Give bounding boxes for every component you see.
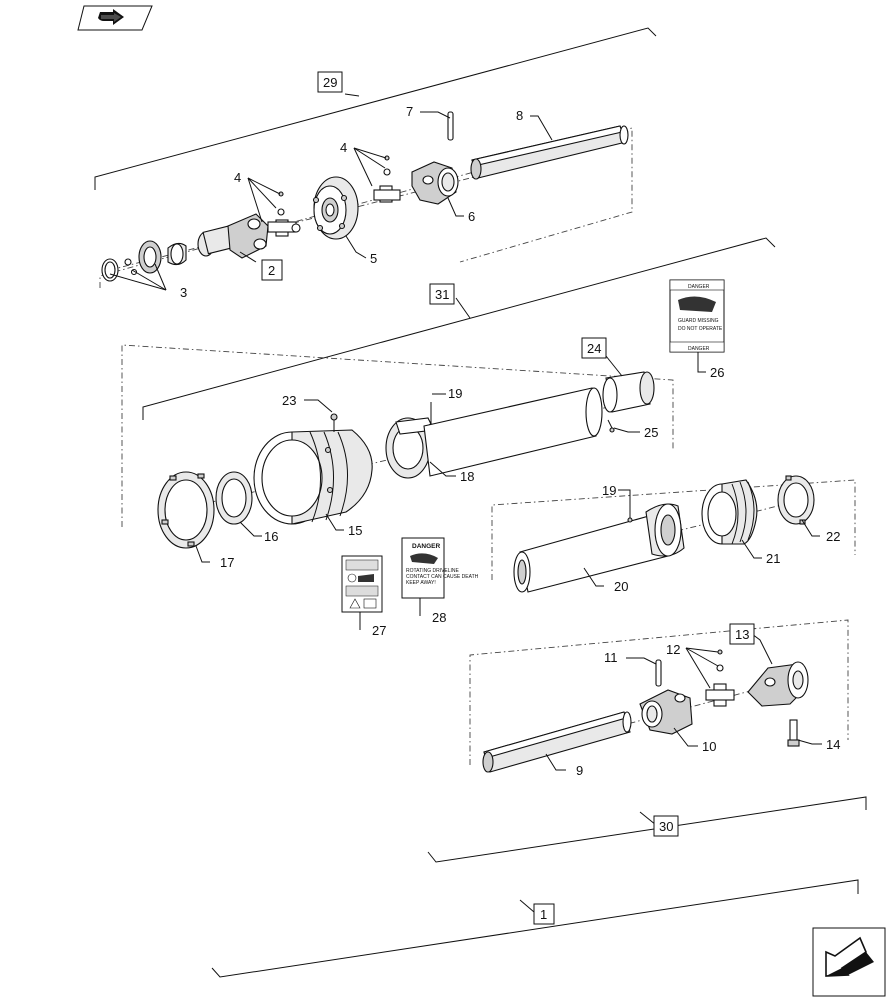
decal-28-line1: ROTATING DRIVELINE [406,568,460,574]
label-1[interactable]: 1 [533,903,555,925]
part-14-bolt [787,719,800,747]
part-5-housing [312,176,359,240]
callout-20[interactable]: 20 [614,579,628,594]
part-13-flange-yoke [747,661,809,707]
label-13-text: 13 [735,627,749,642]
callout-16[interactable]: 16 [264,529,278,544]
bracket-1 [211,879,859,978]
label-13[interactable]: 13 [729,623,755,645]
part-4-cross-b [373,155,401,203]
part-9-splined-shaft [482,711,632,773]
label-30[interactable]: 30 [653,815,679,837]
callout-21[interactable]: 21 [766,551,780,566]
decal-28-danger: DANGER [412,543,440,550]
callout-19b[interactable]: 19 [602,483,616,498]
part-22-ring [777,475,815,525]
part-4-cross-a [267,191,301,237]
callout-22[interactable]: 22 [826,529,840,544]
label-29[interactable]: 29 [317,71,343,93]
callout-17[interactable]: 17 [220,555,234,570]
callout-7[interactable]: 7 [406,104,413,119]
arrow-back-icon [98,9,124,25]
callout-26[interactable]: 26 [710,365,724,380]
boundary-bottom [469,619,849,765]
part-16-ring [215,471,253,525]
callout-19a[interactable]: 19 [448,386,462,401]
part-10-yoke [639,689,693,735]
part-20-tube [513,513,669,593]
label-24-text: 24 [587,341,601,356]
callout-5[interactable]: 5 [370,251,377,266]
label-2[interactable]: 2 [261,259,283,281]
label-31-text: 31 [435,287,449,302]
callout-18[interactable]: 18 [460,469,474,484]
decal-26-line1: GUARD MISSING [678,318,719,324]
callout-8[interactable]: 8 [516,108,523,123]
part-24-sleeve [602,371,655,413]
callout-15[interactable]: 15 [348,523,362,538]
decal-26: DANGER DANGER GUARD MISSING DO NOT OPERA… [669,279,725,353]
part-2-yoke [197,213,269,259]
decal-28: DANGER ROTATING DRIVELINE CONTACT CAN CA… [401,537,479,599]
callout-10[interactable]: 10 [702,739,716,754]
callout-27[interactable]: 27 [372,623,386,638]
decal-28-line3: KEEP AWAY! [406,580,436,586]
callout-14[interactable]: 14 [826,737,840,752]
callout-9[interactable]: 9 [576,763,583,778]
arrow-next-icon [825,936,874,977]
callout-25[interactable]: 25 [644,425,658,440]
label-1-text: 1 [540,907,547,922]
part-25-screw [607,419,615,433]
decal-26-line2: DO NOT OPERATE [678,326,723,332]
part-12-cross [705,649,735,707]
callout-23[interactable]: 23 [282,393,296,408]
part-23-screw [330,413,338,432]
leader-lines [109,111,822,771]
label-2-text: 2 [268,263,275,278]
callout-12[interactable]: 12 [666,642,680,657]
boundary-top [99,127,633,288]
boundary-middle [121,344,674,527]
callout-6[interactable]: 6 [468,209,475,224]
callout-11[interactable]: 11 [604,650,618,665]
callout-28[interactable]: 28 [432,610,446,625]
next-button[interactable] [812,927,886,997]
bracket-30 [427,796,867,863]
label-24[interactable]: 24 [581,337,607,359]
label-31[interactable]: 31 [429,283,455,305]
part-15-guard-cone [253,429,373,525]
label-29-text: 29 [323,75,337,90]
boundary-right [491,479,856,580]
decal-27 [341,555,383,613]
part-11-pin [655,659,662,687]
part-7-pin [447,111,454,141]
callout-4b[interactable]: 4 [340,140,347,155]
part-6-yoke [411,161,459,205]
decal-26-danger-bottom: DANGER [688,346,710,352]
callout-4a[interactable]: 4 [234,170,241,185]
callout-3[interactable]: 3 [180,285,187,300]
outer-tube-31 [423,387,603,477]
decal-28-line2: CONTACT CAN CAUSE DEATH [406,574,479,580]
part-8-splined-tube [470,125,629,180]
decal-26-danger-top: DANGER [688,284,710,290]
part-19-pin-b [627,494,633,523]
label-30-text: 30 [659,819,673,834]
bracket-29 [94,27,657,190]
bracket-31 [142,237,776,420]
part-20-cup [645,503,685,557]
back-button[interactable] [77,5,153,31]
part-21-bellows [701,479,758,545]
part-17-ring [157,471,215,549]
